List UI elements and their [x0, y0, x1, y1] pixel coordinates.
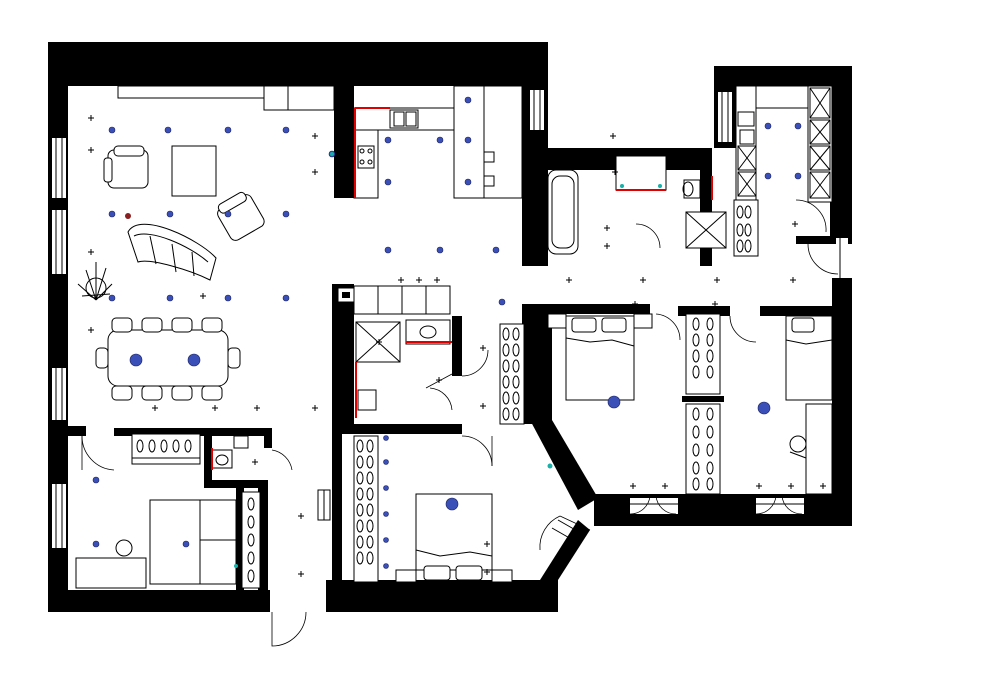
dining-table	[107, 329, 229, 387]
bathroom-upper	[547, 155, 727, 255]
entrance-hall	[317, 287, 355, 521]
walls	[48, 42, 852, 612]
living-room	[77, 85, 335, 401]
armchair-icon	[103, 145, 149, 189]
doors	[81, 199, 839, 647]
pendant-light-icon	[129, 353, 143, 367]
sofa-icon	[127, 223, 217, 281]
ceiling-lights	[92, 96, 802, 569]
dining-chairs	[95, 317, 241, 401]
wardrobe-middle	[499, 323, 525, 425]
plant-icon	[77, 262, 113, 301]
bedroom-left-master	[353, 435, 513, 583]
spot-marks	[88, 115, 826, 577]
diagonal-window	[551, 519, 587, 545]
bedroom-right	[757, 315, 833, 495]
bathroom-middle	[353, 285, 453, 418]
armchair-icon	[217, 191, 265, 241]
double-bed-icon	[547, 313, 653, 401]
desk-chair-icon	[789, 435, 807, 459]
pendant-light-icon	[187, 353, 201, 367]
coffee-table	[171, 145, 217, 197]
bedroom-middle	[547, 313, 724, 495]
utility-kitchenette	[733, 85, 833, 257]
kitchen	[353, 85, 523, 199]
bathtub-icon	[547, 169, 579, 255]
desk-chair-icon	[115, 539, 133, 557]
study-guest-room	[75, 433, 261, 589]
double-bed-icon	[785, 315, 833, 401]
hob-icon	[357, 145, 375, 169]
